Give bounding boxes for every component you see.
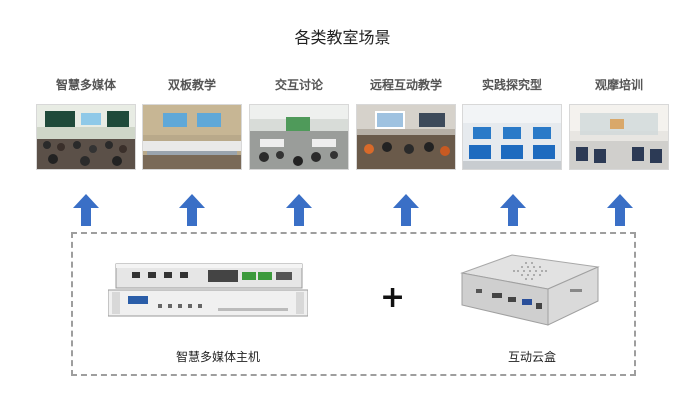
interactive-cloud-box-image: [460, 254, 600, 326]
classroom-photo: [249, 104, 349, 170]
classroom-photo: [142, 104, 242, 170]
interactive-cloud-box-label: 互动云盒: [508, 350, 557, 364]
diagram-title: 各类教室场景: [294, 28, 391, 47]
classroom-photo: [36, 104, 136, 170]
up-arrow-icon: [73, 194, 99, 226]
scenario-label: 交互讨论: [274, 78, 323, 92]
classroom-photo: [356, 104, 456, 170]
scenario-label: 实践探究型: [481, 78, 542, 92]
up-arrow-icon: [286, 194, 312, 226]
up-arrow-icon: [179, 194, 205, 226]
up-arrow-icon: [393, 194, 419, 226]
scenario-observation-training: 观摩培训: [569, 76, 669, 170]
hardware-group-box: [71, 232, 636, 376]
classroom-photo: [569, 104, 669, 170]
scenario-remote-interactive: 远程互动教学: [356, 76, 456, 170]
scenario-label: 双板教学: [167, 78, 216, 92]
multimedia-host-image: [108, 263, 308, 317]
up-arrow-icon: [500, 194, 526, 226]
plus-sign: +: [380, 280, 406, 315]
scenario-label: 智慧多媒体: [55, 78, 116, 92]
scenario-label: 观摩培训: [594, 78, 643, 92]
up-arrow-icon: [607, 194, 633, 226]
scenario-interactive-discussion: 交互讨论: [249, 76, 349, 170]
scenario-label: 远程互动教学: [369, 78, 442, 92]
multimedia-host-label: 智慧多媒体主机: [176, 350, 261, 364]
scenario-practical-exploration: 实践探究型: [462, 76, 562, 170]
scenario-dual-board: 双板教学: [142, 76, 242, 170]
scenario-smart-multimedia: 智慧多媒体: [36, 76, 136, 170]
classroom-photo: [462, 104, 562, 170]
